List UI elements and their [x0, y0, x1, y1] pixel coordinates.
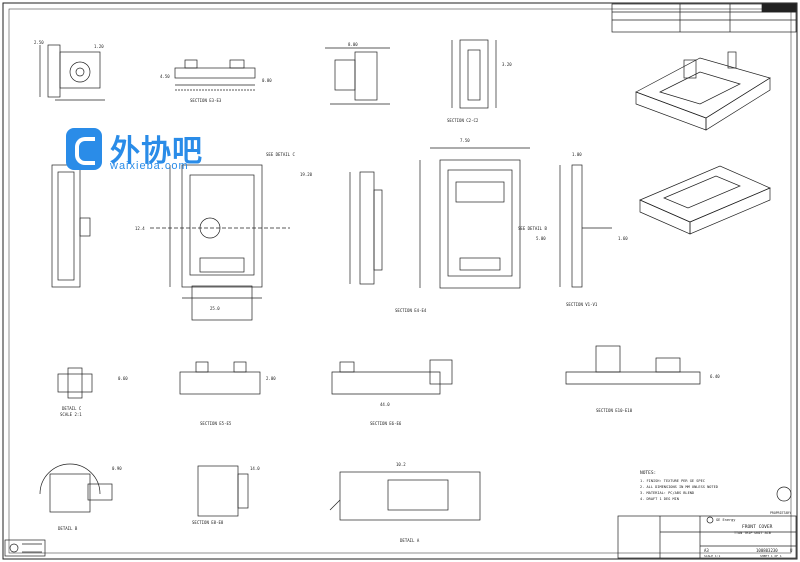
- view-section-e5: [179, 361, 261, 395]
- view-section-e6: [331, 359, 453, 395]
- view-caption: DETAIL A: [400, 538, 420, 543]
- dim-label: 10.2: [396, 462, 406, 467]
- note-line: 4. DRAFT 1 DEG MIN: [640, 497, 679, 501]
- dim-label: 12.4: [135, 226, 145, 231]
- view-caption: DETAIL C: [62, 406, 82, 411]
- detail-callout: SEE DETAIL B: [518, 226, 547, 231]
- view-center-plan: [419, 147, 530, 289]
- dim-label: 0.90: [112, 466, 122, 471]
- view-detail-c: [57, 367, 93, 399]
- view-caption: SECTION V1-V1: [566, 302, 598, 307]
- view-caption: DETAIL B: [58, 526, 78, 531]
- dim-label: 1.00: [572, 152, 582, 157]
- dim-label: 1.60: [618, 236, 628, 241]
- view-caption: SECTION C2-C2: [447, 118, 479, 123]
- view-caption: SECTION E10-E10: [596, 408, 633, 413]
- legend-block: [4, 539, 46, 557]
- dim-label: 3.20: [502, 62, 512, 67]
- view-main-plan: [150, 164, 290, 321]
- logo-text: 外协吧: [110, 134, 203, 169]
- revision-letter: U: [790, 548, 793, 553]
- dim-label: 7.50: [460, 138, 470, 143]
- dim-label: 0.60: [118, 376, 128, 381]
- view-section-e10: [565, 345, 701, 385]
- dim-label: 5.00: [536, 236, 546, 241]
- view-side-elevation: [51, 164, 91, 288]
- drawing-number: 100803230: [756, 548, 778, 553]
- isometric-view-top: [635, 51, 771, 131]
- view-caption: SECTION E6-E6: [370, 421, 402, 426]
- part-title: FRONT COVER: [742, 524, 773, 530]
- view-section-middle: [349, 171, 383, 285]
- view-caption: SECTION E4-E4: [395, 308, 427, 313]
- title-block: [617, 515, 797, 559]
- dim-label: 0.80: [262, 78, 272, 83]
- dim-label: 8.00: [348, 42, 358, 47]
- dim-label: 2.50: [34, 40, 44, 45]
- isometric-view-bottom: [639, 165, 771, 235]
- company-logo-mark: [706, 516, 714, 524]
- company-name: GE Energy: [716, 518, 736, 522]
- dim-label: 1.20: [94, 44, 104, 49]
- revision-block: [611, 3, 797, 33]
- sheet-label: SHEET 1 OF 1: [760, 554, 782, 558]
- dim-label: 19.20: [300, 172, 313, 177]
- view-caption: SECTION E3-E3: [190, 98, 222, 103]
- view-section-v1: [559, 164, 612, 288]
- dim-label: 4.50: [160, 74, 170, 79]
- note-line: 3. MATERIAL: PC/ABS BLEND: [640, 491, 694, 495]
- view-side-profile: [39, 44, 105, 101]
- watermark-logo: 外协吧 waixieba.com: [66, 128, 226, 176]
- part-subtitle: TTAN TRIP UNIT ACB: [734, 531, 771, 535]
- scale-label: SCALE 1:1: [704, 554, 720, 558]
- view-caption: SECTION E8-E8: [192, 520, 224, 525]
- note-line: 1. FINISH: TEXTURE PER GE SPEC: [640, 479, 705, 483]
- view-section-c2: [451, 39, 497, 109]
- dim-label: 44.0: [380, 402, 390, 407]
- note-line: 2. ALL DIMENSIONS IN MM UNLESS NOTED: [640, 485, 718, 489]
- dim-label: 25.0: [210, 306, 220, 311]
- view-caption: SECTION E5-E5: [200, 421, 232, 426]
- sheet-size: A3: [704, 548, 709, 553]
- dim-label: 2.00: [266, 376, 276, 381]
- logo-icon: [66, 128, 102, 170]
- inner-border: [8, 8, 792, 554]
- logo-url: waixieba.com: [110, 160, 189, 172]
- view-caption: SCALE 2:1: [60, 412, 82, 417]
- view-detail-b: [39, 463, 113, 513]
- dim-label: 14.0: [250, 466, 260, 471]
- view-detail-a: [329, 471, 481, 521]
- projection-symbol: [776, 486, 792, 502]
- dim-label: 6.40: [710, 374, 720, 379]
- view-section-small-1: [325, 47, 390, 105]
- notes-heading: NOTES:: [640, 470, 656, 476]
- view-section-e8: [197, 465, 249, 517]
- status-label: PROPRIETARY: [770, 511, 791, 515]
- view-section-e3-top: [174, 59, 256, 91]
- detail-callout: SEE DETAIL C: [266, 152, 295, 157]
